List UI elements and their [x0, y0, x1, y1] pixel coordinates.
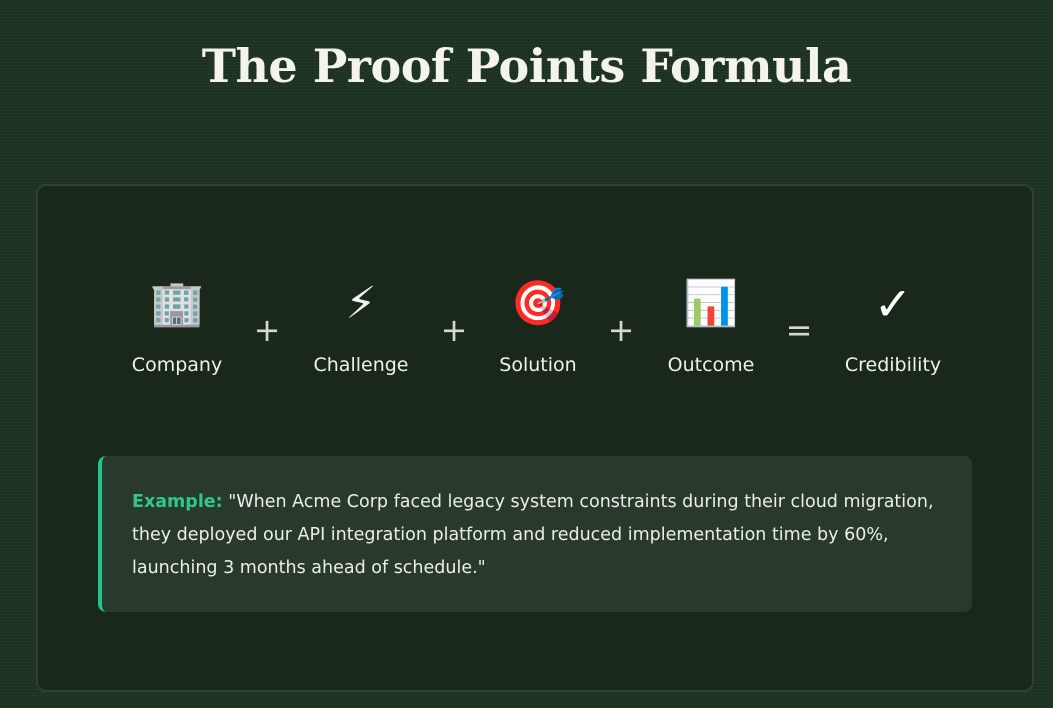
formula-step-credibility: ✓ Credibility — [813, 278, 973, 378]
formula-step-label: Solution — [499, 354, 577, 376]
target-bullseye-icon: 🎯 — [510, 278, 566, 329]
plus-operator: + — [607, 311, 635, 349]
equals-operator: = — [785, 311, 813, 349]
formula-row: 🏢 Company + ⚡ Challenge + 🎯 Solution + 📊… — [38, 186, 1032, 690]
bar-chart-icon: 📊 — [683, 278, 739, 329]
formula-step-company: 🏢 Company — [97, 278, 257, 378]
office-building-icon: 🏢 — [149, 278, 205, 329]
example-text: "When Acme Corp faced legacy system cons… — [132, 492, 934, 578]
formula-step-solution: 🎯 Solution — [458, 278, 618, 378]
formula-step-label: Credibility — [844, 354, 942, 376]
formula-step-outcome: 📊 Outcome — [631, 278, 791, 378]
example-label: Example: — [132, 492, 223, 512]
plus-operator: + — [253, 311, 281, 349]
plus-operator: + — [440, 311, 468, 349]
formula-card: 🏢 Company + ⚡ Challenge + 🎯 Solution + 📊… — [36, 184, 1034, 692]
lightning-bolt-icon: ⚡ — [345, 278, 377, 329]
formula-step-label: Company — [131, 354, 223, 376]
formula-step-challenge: ⚡ Challenge — [281, 278, 441, 378]
check-mark-icon: ✓ — [873, 277, 913, 331]
page-title: The Proof Points Formula — [201, 39, 852, 93]
example-callout: Example: "When Acme Corp faced legacy sy… — [98, 456, 972, 612]
formula-step-label: Challenge — [313, 354, 409, 376]
formula-step-label: Outcome — [667, 354, 755, 376]
